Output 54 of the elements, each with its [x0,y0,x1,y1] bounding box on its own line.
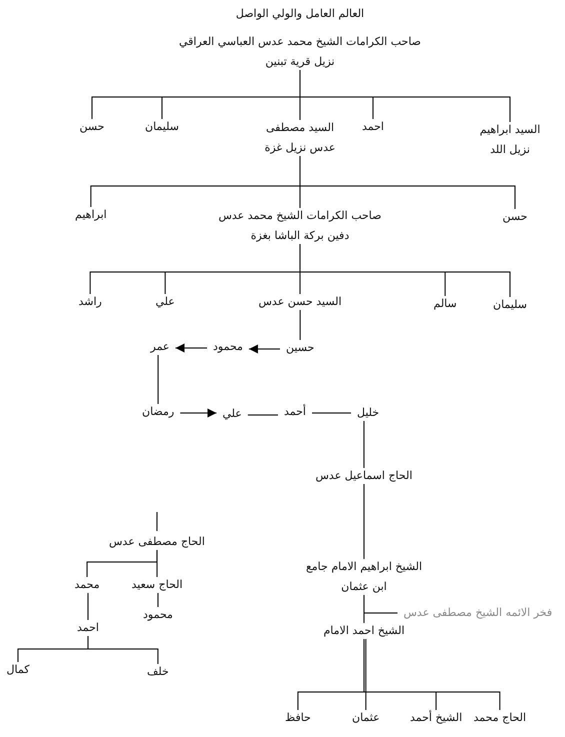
connector-line [364,638,500,710]
name-label: رمضان [139,402,178,422]
name-label: حافظ [282,708,314,728]
name-label: سالم [430,294,460,314]
name-label: سليمان [490,295,530,315]
connector-line [300,70,510,122]
connector-line [88,636,158,664]
connector-line [156,512,158,532]
connector-line [247,414,278,416]
name-label: الشيخ ابراهيم الامام جامع ابن عثمان [301,557,427,597]
name-label: فخر الائمه الشيخ مصطفى عدس [400,603,556,623]
name-label: السيد مصطفى عدس نزيل غزة [255,118,345,158]
connector-line [365,638,366,710]
name-label: سليمان [142,117,182,137]
name-label: الحاج اسماعيل عدس [312,466,416,486]
name-label: صاحب الكرامات الشيخ محمد عدس العباسي العراقي نزيل قرية تبنين [178,34,422,70]
name-label: خليل [354,403,382,423]
name-label: محمد [72,575,103,595]
name-label: خلف [144,662,172,682]
name-label: حسن [500,207,530,227]
connector-line [300,310,301,340]
name-label: محمود [140,605,176,625]
name-label: احمد [74,618,102,638]
connector-line [363,420,364,468]
name-label: الحاج سعيد [128,575,186,595]
name-label: احمد [359,117,387,137]
name-label: عمر [148,337,172,357]
name-label: عثمان [349,708,383,728]
name-label: السيد ابراهيم نزيل اللد [470,120,550,160]
arrow [180,408,217,418]
heading: العالم العامل والولي الواصل [234,6,366,22]
name-label: حسن [76,117,108,137]
connector-line [300,244,510,298]
name-label: كمال [4,660,32,680]
name-label: علي [220,404,245,424]
arrow [175,344,208,352]
name-label: الحاج محمد [470,708,530,728]
name-label: صاحب الكرامات الشيخ محمد عدس دفين بركة الباشا بغزة [212,206,388,246]
name-label: السيد حسن عدس [256,292,345,312]
connector-line [158,354,159,404]
name-label: محمود [210,337,246,357]
connector-line [300,156,516,210]
arrow [248,344,280,354]
name-label: حسين [283,338,318,358]
name-label: راشد [76,292,105,312]
name-label: الشيخ احمد الامام [320,621,408,641]
connector-line [312,412,352,414]
connector-line [157,592,158,608]
connector-line [156,550,158,578]
name-label: علي [152,292,178,312]
name-label: أحمد [281,402,309,422]
name-label: ابراهيم [72,205,110,225]
name-label: الشيخ أحمد [407,708,466,728]
name-label: الحاج مصطفى عدس [106,532,208,552]
